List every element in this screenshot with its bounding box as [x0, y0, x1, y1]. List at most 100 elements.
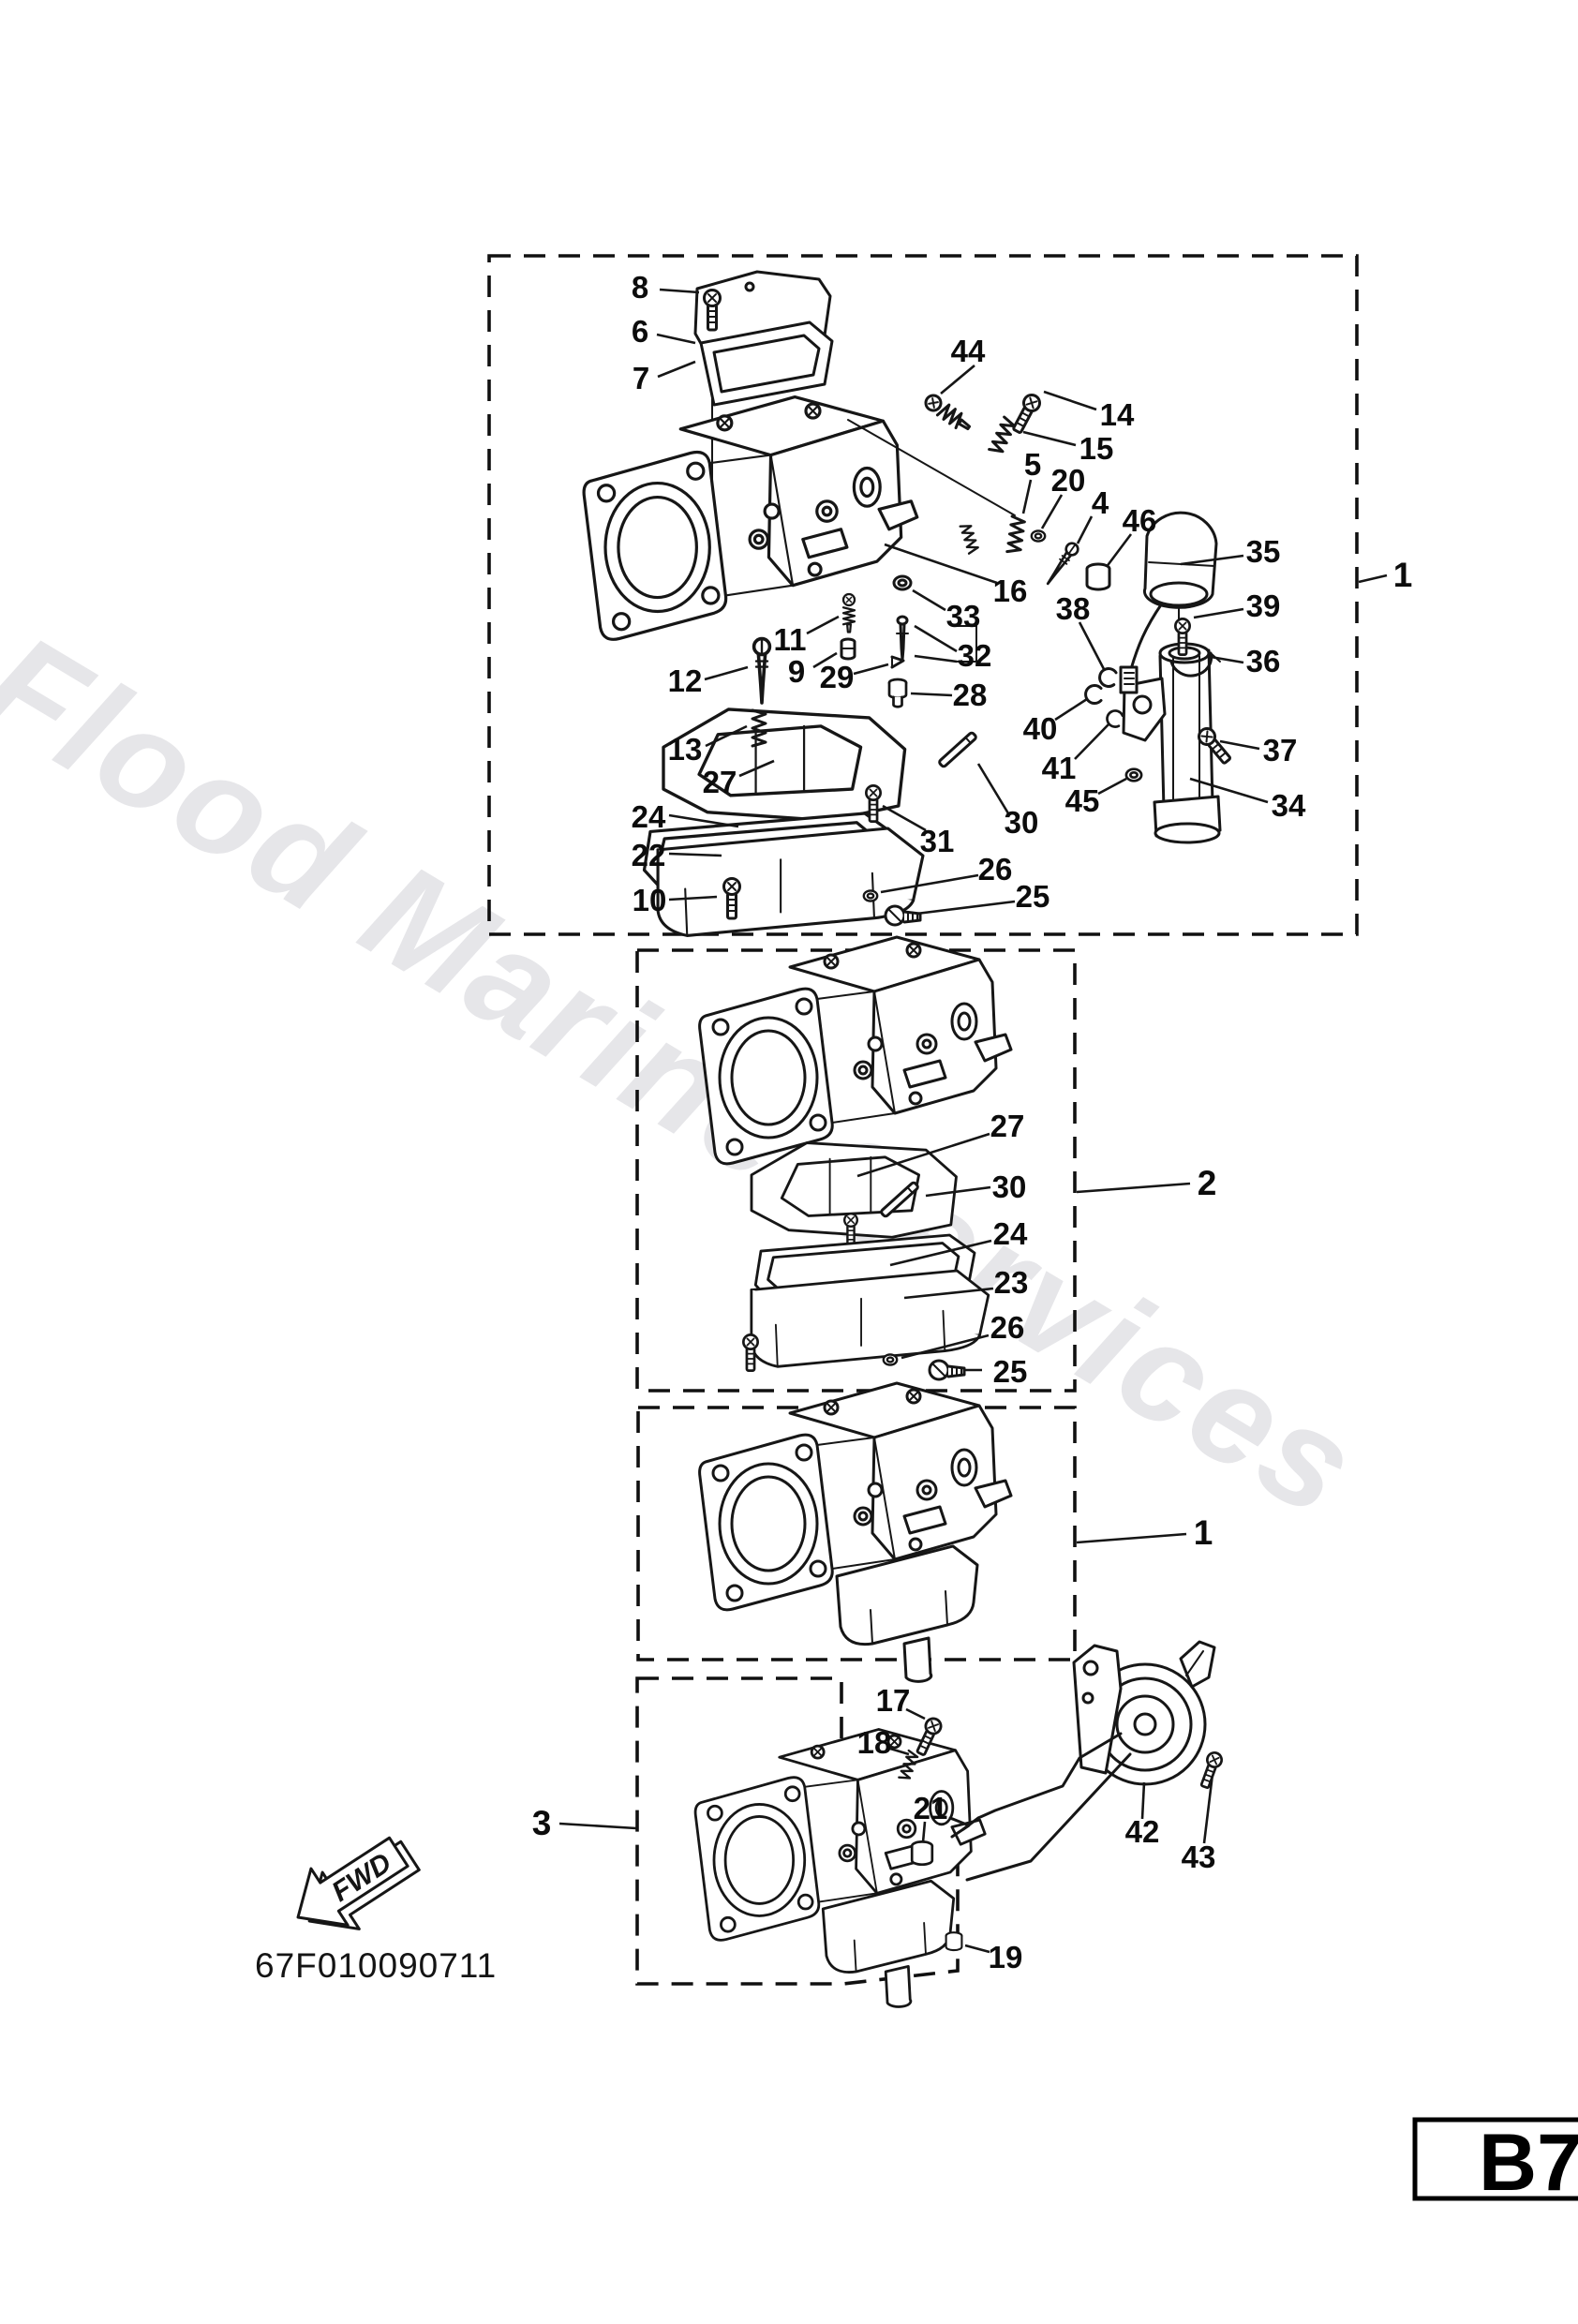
callout-41: 41: [1042, 751, 1077, 785]
leader-line: [812, 651, 838, 669]
leader-line: [914, 654, 958, 663]
part-cap: [945, 1931, 963, 1952]
callout-30: 30: [992, 1169, 1027, 1204]
leader-line: [1140, 1781, 1146, 1820]
callout-17: 17: [876, 1683, 911, 1718]
leader-line: [1074, 723, 1109, 760]
callout-42: 42: [1125, 1814, 1160, 1849]
leader-line: [921, 1821, 927, 1843]
leader-line: [657, 360, 696, 379]
part-oring: [892, 574, 913, 591]
leader-line: [659, 288, 700, 294]
callout-45: 45: [1065, 783, 1100, 818]
callout-26: 26: [978, 852, 1013, 886]
leader-line: [1021, 479, 1033, 514]
carburetor-body: [582, 395, 919, 641]
vent-tube: [1179, 1640, 1216, 1689]
page-label: B7: [1479, 2118, 1578, 2208]
part-cclip: [1084, 684, 1103, 705]
part-springscrew: [841, 592, 856, 633]
leader-line: [1076, 1182, 1191, 1194]
part-cap: [1085, 562, 1111, 591]
callout-11: 11: [774, 622, 807, 657]
leader-line: [1054, 697, 1088, 722]
leader-line: [905, 1707, 926, 1721]
cover-gasket: [699, 320, 834, 407]
part-spring: [988, 415, 1018, 456]
part-springscrew: [921, 391, 975, 436]
leader-line: [889, 1747, 910, 1756]
leader-line: [912, 588, 946, 612]
leader-line: [1076, 515, 1094, 544]
callout-38: 38: [1056, 591, 1091, 626]
leader-line: [964, 1944, 990, 1954]
box1-exploded-carburetor-art: [582, 270, 1222, 937]
leader-line: [656, 333, 696, 345]
fwd-arrow: FWD: [296, 1836, 421, 1930]
callout-27: 27: [990, 1109, 1025, 1143]
callout-3: 3: [532, 1804, 552, 1842]
callout-9: 9: [788, 654, 805, 689]
callout-34: 34: [1272, 788, 1306, 823]
leader-line: [940, 365, 975, 395]
callout-1: 1: [1194, 1513, 1213, 1552]
callout-23: 23: [994, 1265, 1029, 1300]
leader-line: [976, 763, 1010, 814]
callout-29: 29: [820, 660, 855, 694]
part-oring: [862, 889, 879, 902]
leader-line: [880, 873, 979, 894]
callout-39: 39: [1246, 588, 1281, 623]
leader-line: [901, 1333, 990, 1360]
callout-24: 24: [993, 1216, 1028, 1251]
callout-33: 33: [946, 599, 981, 633]
callout-22: 22: [632, 838, 666, 872]
callout-2: 2: [1198, 1164, 1217, 1202]
fwd-arrow-body: [296, 1836, 409, 1927]
leader-line: [1022, 430, 1077, 447]
leader-line: [1189, 777, 1269, 804]
part-cap: [910, 1840, 934, 1867]
part-needlescrew: [1041, 539, 1082, 588]
part-plug: [840, 637, 856, 661]
part-code: 67F010090711: [255, 1946, 497, 1985]
leader-line: [925, 1185, 991, 1198]
part-oring: [1124, 767, 1143, 782]
callout-46: 46: [1123, 503, 1157, 538]
leader-line: [705, 724, 748, 748]
box2-bowl-stack-art: [698, 935, 1013, 1372]
box3-carburetor-assembly-art: [700, 1383, 1011, 1681]
leader-line: [806, 615, 840, 635]
part-cclip: [1096, 665, 1119, 690]
callout-19: 19: [989, 1940, 1023, 1974]
callout-10: 10: [633, 883, 667, 917]
leader-line: [1210, 655, 1244, 664]
part-screw: [703, 289, 722, 332]
part-screw: [722, 877, 741, 920]
carburetor-assembly: [700, 1383, 1011, 1681]
callout-44: 44: [951, 334, 986, 368]
callout-35: 35: [1246, 534, 1281, 569]
callout-12: 12: [668, 663, 703, 698]
leader-line: [908, 900, 1016, 916]
callout-5: 5: [1024, 447, 1041, 482]
part-screw: [1196, 1749, 1226, 1791]
part-oring: [882, 1353, 899, 1366]
callout-21: 21: [914, 1791, 948, 1825]
callout-7: 7: [633, 361, 649, 395]
callout-20: 20: [1051, 463, 1086, 498]
carburetor-assembly: [695, 1729, 985, 2006]
callout-4: 4: [1092, 485, 1109, 520]
leader-line: [1104, 533, 1133, 569]
callout-16: 16: [993, 574, 1028, 608]
leader-line: [910, 692, 953, 697]
leader-line: [704, 665, 749, 681]
link-rod: [976, 1732, 1123, 1820]
leader-line: [1358, 574, 1388, 584]
part-drain: [928, 1359, 966, 1381]
part-needle: [895, 615, 910, 662]
part-spring: [1005, 514, 1027, 556]
callout-13: 13: [668, 732, 703, 767]
callout-24: 24: [632, 799, 666, 834]
part-screw: [864, 783, 883, 823]
